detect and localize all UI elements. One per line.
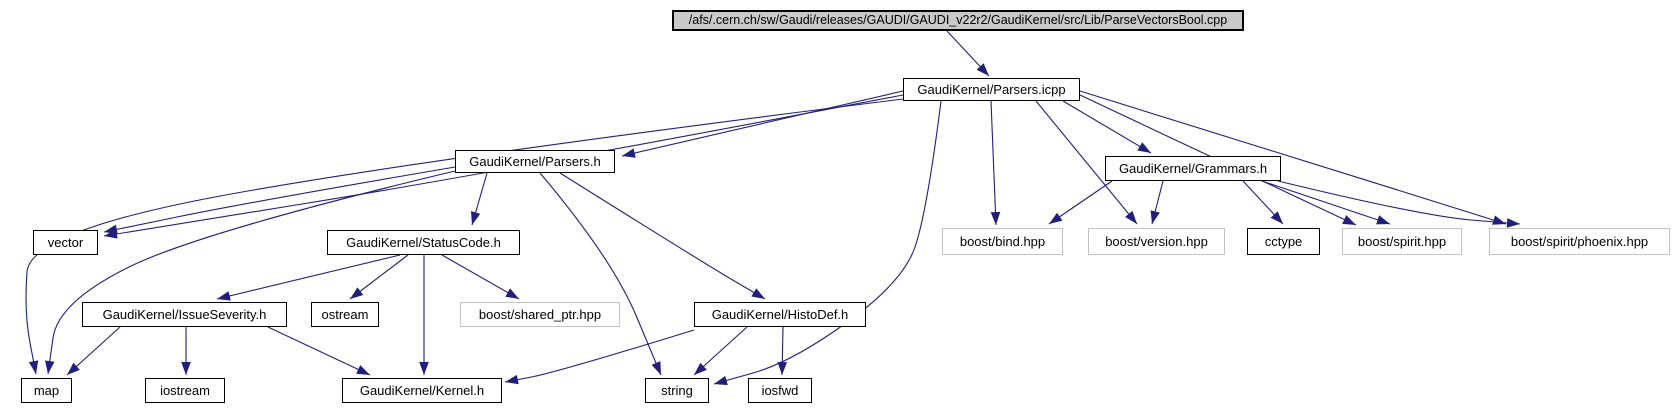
edge-issueseverity_h-to-kernel_h: [267, 326, 371, 376]
graph-node-version_hpp: boost/version.hpp: [1088, 228, 1225, 255]
arrowhead-histodef_h-to-iosfwd: [777, 361, 788, 375]
graph-node-cctype: cctype: [1247, 228, 1320, 255]
graph-node-vector: vector: [33, 230, 98, 255]
edge-parsers_icpp-to-phoenix_hpp: [1079, 90, 1507, 225]
edge-parsers_icpp-to-version_hpp: [1035, 100, 1138, 225]
arrowhead-grammars_h-to-version_hpp: [1150, 210, 1160, 224]
edge-grammars_h-to-spirit_hpp: [1261, 180, 1391, 225]
edge-parsers_h-to-vector: [103, 166, 456, 233]
edge-grammars_h-to-phoenix_hpp: [1277, 180, 1521, 225]
arrowhead-histodef_h-to-string: [694, 362, 707, 375]
edge-statuscode_h-to-issueseverity_h: [216, 254, 401, 300]
arrowhead-issueseverity_h-to-map: [67, 362, 80, 375]
graph-node-ostream: ostream: [311, 302, 379, 327]
graph-node-phoenix_hpp: boost/spirit/phoenix.hpp: [1489, 228, 1670, 255]
edge-histodef_h-to-kernel_h: [504, 329, 695, 383]
graph-node-grammars_h[interactable]: GaudiKernel/Grammars.h: [1105, 156, 1281, 181]
graph-node-parsers_h[interactable]: GaudiKernel/Parsers.h: [455, 150, 615, 173]
arrowhead-parsers_h-to-vector: [104, 224, 118, 235]
arrowhead-parsers_h-to-map: [45, 360, 55, 374]
edge-parsers_icpp-to-string: [713, 100, 942, 385]
arrowhead-parsers_icpp-to-string: [714, 375, 728, 386]
arrowhead-parsers_icpp-to-parsers_h: [622, 148, 636, 158]
edge-parsers_icpp-to-grammars_h: [1062, 100, 1152, 154]
arrowhead-issueseverity_h-to-iostream: [181, 362, 191, 375]
arrowhead-grammars_h-to-bind_hpp: [1049, 212, 1063, 224]
graph-node-statuscode_h[interactable]: GaudiKernel/StatusCode.h: [327, 230, 520, 255]
edge-parsers_icpp-to-map: [25, 98, 904, 375]
edge-parsers_h-to-map: [47, 170, 456, 375]
arrowhead-statuscode_h-to-kernel_h: [419, 362, 429, 375]
arrowhead-statuscode_h-to-issueseverity_h: [217, 291, 231, 301]
arrowhead-cpp-to-parsers_icpp: [976, 63, 989, 76]
graph-node-iostream: iostream: [145, 378, 225, 403]
arrowhead-parsers_icpp-to-spirit_hpp: [1342, 215, 1356, 225]
arrowhead-parsers_h-to-string: [651, 361, 661, 375]
graph-node-issueseverity_h[interactable]: GaudiKernel/IssueSeverity.h: [82, 302, 287, 327]
arrowhead-parsers_icpp-to-grammars_h: [1137, 142, 1151, 153]
graph-node-spirit_hpp: boost/spirit.hpp: [1342, 228, 1462, 255]
arrowhead-statuscode_h-to-shared_ptr_hpp: [505, 288, 519, 299]
graph-node-map: map: [21, 378, 72, 403]
edge-parsers_icpp-to-parsers_h: [621, 90, 904, 157]
graph-node-parsers_icpp[interactable]: GaudiKernel/Parsers.icpp: [903, 78, 1080, 101]
graph-node-cpp: /afs/.cern.ch/sw/Gaudi/releases/GAUDI/GA…: [672, 10, 1244, 31]
edge-statuscode_h-to-shared_ptr_hpp: [441, 254, 520, 300]
graph-node-shared_ptr_hpp: boost/shared_ptr.hpp: [460, 302, 620, 327]
edge-parsers_h-to-string: [539, 172, 662, 376]
arrowhead-parsers_icpp-to-map: [28, 360, 39, 374]
arrowhead-histodef_h-to-kernel_h: [505, 374, 519, 385]
arrowhead-grammars_h-to-phoenix_hpp: [1506, 218, 1520, 228]
arrowhead-grammars_h-to-spirit_hpp: [1376, 215, 1390, 225]
edge-parsers_h-to-histodef_h: [559, 172, 766, 300]
graph-node-iosfwd: iosfwd: [748, 378, 812, 403]
arrowhead-grammars_h-to-cctype: [1270, 211, 1283, 224]
arrowhead-parsers_icpp-to-phoenix_hpp: [1492, 215, 1506, 225]
graph-node-bind_hpp: boost/bind.hpp: [942, 228, 1063, 255]
graph-node-string: string: [645, 378, 709, 403]
arrowhead-parsers_icpp-to-version_hpp: [1125, 210, 1137, 224]
arrowhead-parsers_icpp-to-bind_hpp: [990, 211, 1001, 225]
arrowhead-parsers_h-to-histodef_h: [751, 288, 765, 299]
graph-node-histodef_h[interactable]: GaudiKernel/HistoDef.h: [694, 302, 866, 327]
arrowhead-statuscode_h-to-ostream: [350, 287, 364, 299]
arrowhead-issueseverity_h-to-kernel_h: [356, 365, 370, 375]
edge-parsers_icpp-to-bind_hpp: [990, 100, 997, 226]
arrowhead-parsers_h-to-statuscode_h: [470, 211, 481, 225]
graph-node-kernel_h[interactable]: GaudiKernel/Kernel.h: [342, 378, 502, 403]
